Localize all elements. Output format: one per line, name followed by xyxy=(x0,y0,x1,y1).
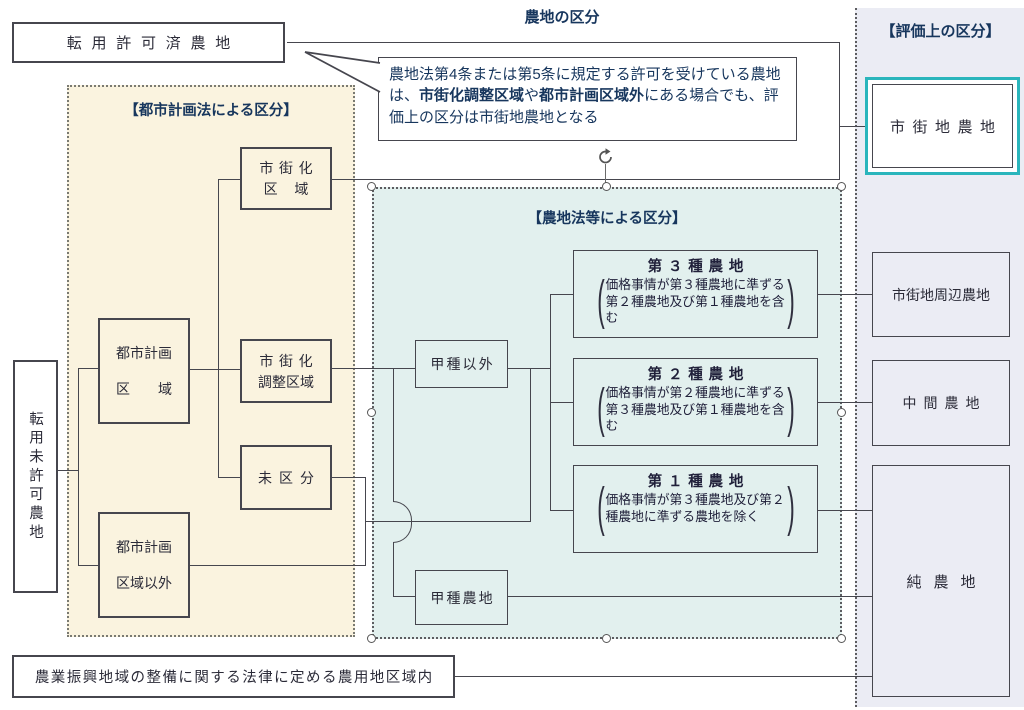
selection-handle[interactable] xyxy=(367,408,376,417)
urban-planning-area-line2: 区 域 xyxy=(116,381,172,397)
class2-desc: 価格事情が第２種農地に準ずる第３種農地及び第１種農地を含む xyxy=(605,385,785,434)
unclassified-label: 未区分 xyxy=(258,469,321,486)
outside-urban-planning-area-line1: 都市計画 xyxy=(116,539,172,555)
callout-note: 農地法第4条または第5条に規定する許可を受けている農地は、市街化調整区域や都市計… xyxy=(378,57,797,141)
connector-line xyxy=(78,565,98,566)
outside-urban-planning-area-line2: 区域以外 xyxy=(116,575,172,591)
paren-open: ( xyxy=(596,379,605,439)
connector-line xyxy=(550,294,573,295)
connector-line xyxy=(393,368,394,502)
approved-conversion-farmland-label: 転用許可済農地 xyxy=(66,35,240,52)
class3-farmland-box: 第３種農地 ( 価格事情が第３種農地に準ずる第２種農地及び第１種農地を含む ) xyxy=(573,250,818,338)
unclassified-box: 未区分 xyxy=(240,445,332,510)
urbanization-area-line1: 市街化 xyxy=(259,160,319,176)
urbanization-control-area-box: 市街化 調整区域 xyxy=(240,339,332,403)
kosyu-farmland-label: 甲種農地 xyxy=(430,589,495,606)
callout-pointer xyxy=(304,51,381,93)
selection-handle[interactable] xyxy=(602,182,611,191)
connector-line xyxy=(393,542,394,597)
approved-conversion-farmland-box: 転用許可済農地 xyxy=(12,22,285,63)
connector-line xyxy=(839,126,866,127)
selection-handle[interactable] xyxy=(367,182,376,191)
connector-line xyxy=(818,510,872,511)
unapproved-conversion-farmland-label: 転用未許可農地 xyxy=(27,410,43,543)
selection-handle[interactable] xyxy=(837,634,846,643)
connector-line xyxy=(508,596,872,597)
note-text: や xyxy=(524,87,540,105)
note-text-bold: 市街化調整区域 xyxy=(419,87,525,105)
class2-farmland-box: 第２種農地 ( 価格事情が第２種農地に準ずる第３種農地及び第１種農地を含む ) xyxy=(573,358,818,446)
jun-farmland-box: 純農地 xyxy=(872,465,1010,697)
paren-open: ( xyxy=(596,271,605,331)
selection-handle[interactable] xyxy=(367,634,376,643)
non-kosyu-box: 甲種以外 xyxy=(415,340,508,388)
connector-line xyxy=(365,521,530,522)
chukan-farmland-label: 中間農地 xyxy=(902,395,987,411)
connector-line xyxy=(287,42,840,43)
rotate-handle-icon[interactable] xyxy=(596,147,616,167)
connector-line xyxy=(818,294,872,295)
shigaichi-farmland-box: 市街地農地 xyxy=(872,84,1013,168)
urban-planning-area-line1: 都市計画 xyxy=(116,345,172,361)
shigaichi-farmland-highlight: 市街地農地 xyxy=(865,77,1020,175)
selection-handle[interactable] xyxy=(837,408,846,417)
urbanization-area-box: 市街化 区 域 xyxy=(240,147,332,210)
shigaichi-farmland-label: 市街地農地 xyxy=(889,118,1003,136)
connector-line xyxy=(78,368,79,566)
class2-title: 第２種農地 xyxy=(647,367,750,383)
class3-title: 第３種農地 xyxy=(647,259,750,275)
connector-line xyxy=(332,477,365,478)
connector-line xyxy=(190,565,365,566)
connector-line xyxy=(58,470,79,471)
connector-line xyxy=(550,510,573,511)
connector-line xyxy=(455,676,872,677)
urban-planning-area-box: 都市計画 区 域 xyxy=(98,318,190,424)
page-title: 農地の区分 xyxy=(524,9,600,26)
shuhen-farmland-box: 市街地周辺農地 xyxy=(872,252,1010,337)
city-planning-heading: 【都市計画法による区分】 xyxy=(124,103,298,119)
connector-line xyxy=(190,369,240,370)
paren-close: ) xyxy=(786,478,795,538)
class1-desc: 価格事情が第３種農地及び第２種農地に準ずる農地を除く xyxy=(605,492,785,524)
connector-line xyxy=(393,596,415,597)
chukan-farmland-box: 中間農地 xyxy=(872,360,1010,446)
paren-close: ) xyxy=(786,271,795,331)
farmland-act-heading: 【農地法等による区分】 xyxy=(527,211,687,227)
agri-promotion-area-label: 農業振興地域の整備に関する法律に定める農用地区域内 xyxy=(34,670,434,686)
shuhen-farmland-label: 市街地周辺農地 xyxy=(892,286,990,303)
note-text: にある場合でも、評価上の区分は市街地農地となる xyxy=(389,87,779,126)
outside-urban-planning-area-box: 都市計画 区域以外 xyxy=(98,512,190,618)
connector-line xyxy=(508,368,550,369)
paren-close: ) xyxy=(786,379,795,439)
paren-open: ( xyxy=(596,478,605,538)
connector-line xyxy=(332,179,840,180)
jun-farmland-label: 純農地 xyxy=(906,573,988,591)
agri-promotion-area-box: 農業振興地域の整備に関する法律に定める農用地区域内 xyxy=(12,655,455,698)
connector-line xyxy=(332,368,415,369)
kosyu-farmland-box: 甲種農地 xyxy=(415,570,508,625)
connector-line xyxy=(218,477,240,478)
unapproved-conversion-farmland-box: 転用未許可農地 xyxy=(13,360,58,593)
class1-title: 第１種農地 xyxy=(647,474,750,490)
urbanization-control-area-line1: 市街化 xyxy=(259,352,319,369)
connector-line xyxy=(818,402,872,403)
non-kosyu-label: 甲種以外 xyxy=(430,356,495,372)
connector-line xyxy=(218,179,240,180)
selection-handle[interactable] xyxy=(602,634,611,643)
evaluation-heading: 【評価上の区分】 xyxy=(880,23,1001,40)
connector-line xyxy=(530,368,531,522)
city-planning-section: 【都市計画法による区分】 xyxy=(67,85,355,637)
connector-line xyxy=(78,368,98,369)
note-text-bold: 都市計画区域外 xyxy=(539,87,645,105)
note-text: 農地法第4条または第5条に規定する許可を受けている農地は、 xyxy=(389,66,781,105)
urbanization-area-line2: 区 域 xyxy=(263,181,310,197)
connector-line xyxy=(839,42,840,180)
urbanization-control-area-line2: 調整区域 xyxy=(258,373,314,390)
selection-handle[interactable] xyxy=(837,182,846,191)
class1-farmland-box: 第１種農地 ( 価格事情が第３種農地及び第２種農地に準ずる農地を除く ) xyxy=(573,465,818,553)
class3-desc: 価格事情が第３種農地に準ずる第２種農地及び第１種農地を含む xyxy=(605,277,785,326)
connector-line xyxy=(218,179,219,478)
connector-line xyxy=(550,402,573,403)
rotate-handle-stem xyxy=(605,164,606,187)
